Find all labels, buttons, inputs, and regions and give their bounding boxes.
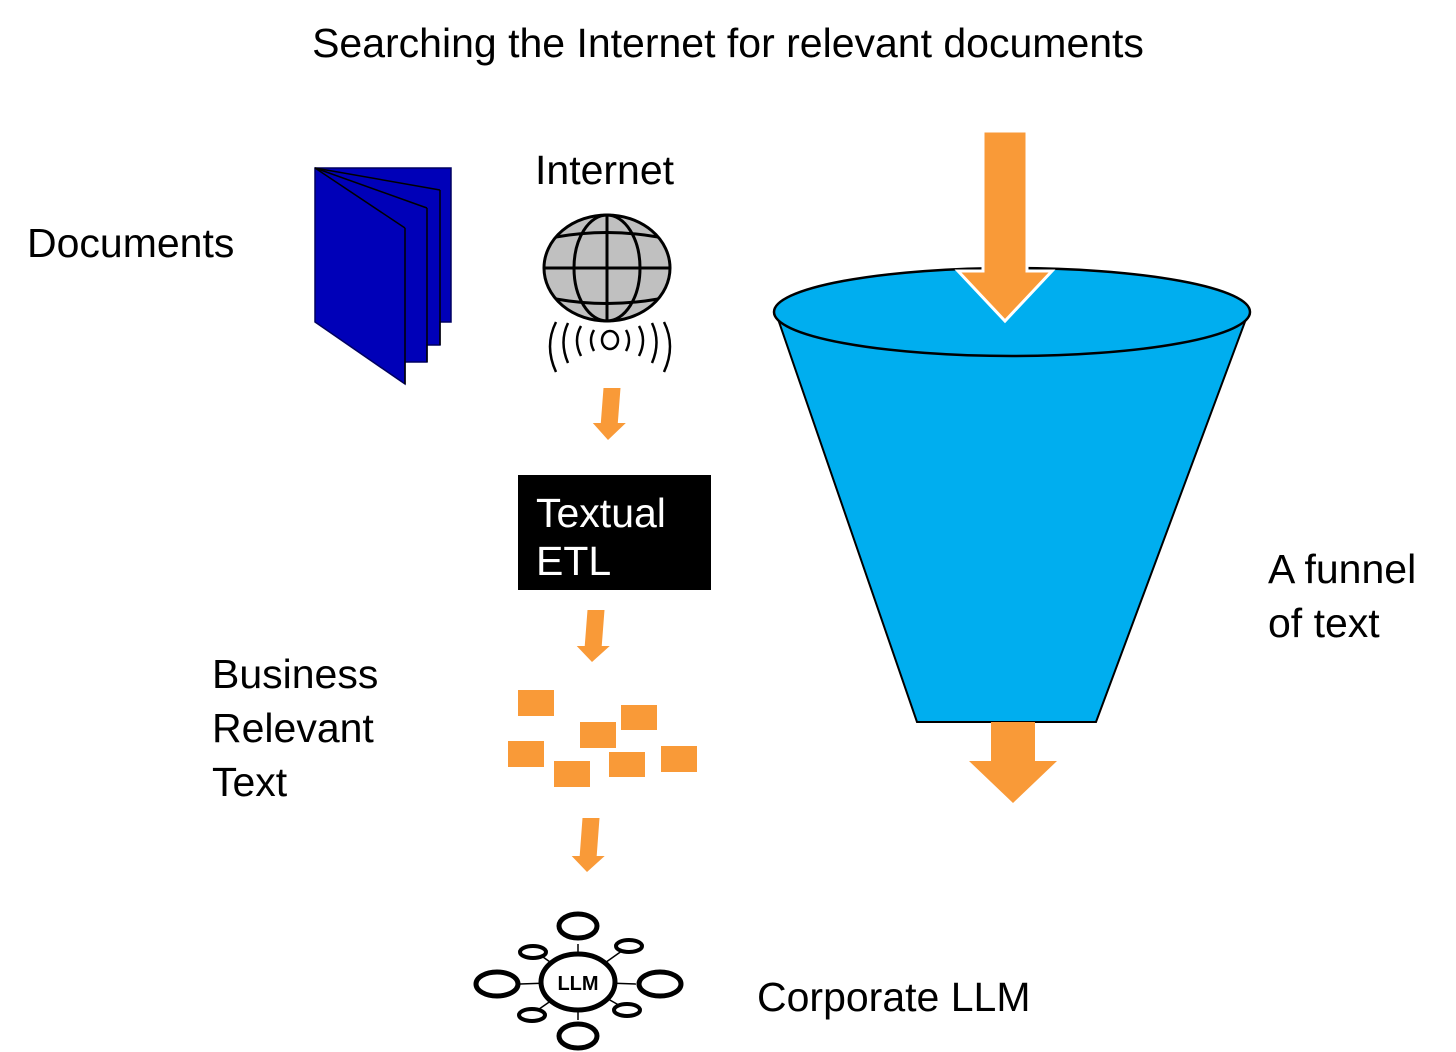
- funnel-output-arrow: [969, 722, 1057, 803]
- funnel-input-arrow: [954, 129, 1056, 324]
- funnel-label: A funnel of text: [1268, 542, 1416, 650]
- arrow-shape: [592, 388, 626, 440]
- llm-network-icon: LLM: [473, 911, 684, 1051]
- flow-arrow-internet-to-etl: [592, 388, 626, 440]
- diagram-title: Searching the Internet for relevant docu…: [312, 20, 1144, 66]
- textual-etl-label-line: ETL: [536, 538, 612, 584]
- business-relevant-text-line: Business: [212, 651, 379, 697]
- arrow-shape: [969, 722, 1057, 803]
- arrow-shape: [571, 818, 605, 872]
- arrow-shape: [576, 610, 610, 662]
- book-icon: [314, 167, 452, 386]
- text-fragment: [508, 741, 544, 767]
- business-relevant-text-line: Text: [212, 759, 288, 805]
- textual-etl-box: Textual ETL: [518, 475, 711, 590]
- funnel-label-line: A funnel: [1268, 546, 1417, 592]
- arrow-shape: [954, 129, 1056, 324]
- signal-waves-icon: [548, 321, 672, 373]
- flow-arrow-text-to-llm: [571, 818, 605, 872]
- business-relevant-text-line: Relevant: [212, 705, 374, 751]
- text-fragment: [609, 752, 645, 777]
- funnel-icon: [772, 266, 1252, 723]
- documents-label: Documents: [27, 220, 235, 266]
- text-fragment: [518, 690, 554, 716]
- text-fragment: [621, 705, 657, 730]
- funnel-label-line: of text: [1268, 600, 1380, 646]
- business-relevant-text-label: Business Relevant Text: [212, 647, 378, 809]
- internet-label: Internet: [535, 147, 675, 193]
- llm-node-label: LLM: [557, 973, 598, 995]
- globe-icon: [542, 213, 672, 323]
- text-fragment: [661, 746, 697, 772]
- corporate-llm-label: Corporate LLM: [757, 974, 1031, 1020]
- flow-arrow-etl-to-text: [576, 610, 610, 662]
- text-fragments: [508, 690, 697, 787]
- textual-etl-label-line: Textual: [536, 490, 666, 536]
- text-fragment: [554, 761, 590, 787]
- text-fragment: [580, 722, 616, 748]
